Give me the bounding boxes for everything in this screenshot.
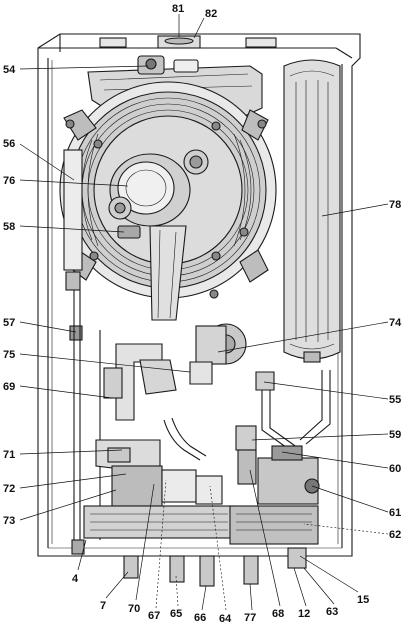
label-55: 55 [389, 394, 401, 406]
label-77: 77 [244, 612, 256, 624]
label-81: 81 [172, 3, 184, 15]
label-64: 64 [219, 613, 232, 625]
label-73: 73 [3, 515, 15, 527]
valve-block [71, 425, 320, 587]
label-60: 60 [389, 463, 401, 475]
callout-labels: 81 82 54 56 76 58 78 57 74 75 69 55 59 7… [3, 3, 402, 625]
label-69: 69 [3, 381, 15, 393]
label-58: 58 [3, 221, 15, 233]
label-59: 59 [389, 429, 401, 441]
hydraulic-group [103, 323, 331, 461]
leader-lines [19, 14, 389, 611]
label-72: 72 [3, 483, 15, 495]
label-57: 57 [3, 317, 15, 329]
label-15: 15 [357, 594, 369, 606]
label-66: 66 [194, 612, 206, 624]
label-70: 70 [128, 603, 140, 615]
label-82: 82 [205, 8, 217, 20]
label-65: 65 [170, 608, 182, 620]
label-4: 4 [72, 573, 79, 585]
expansion-vessel [283, 59, 341, 363]
label-71: 71 [3, 449, 15, 461]
label-54: 54 [3, 64, 16, 76]
heat-exchanger [59, 81, 277, 321]
left-pipes [63, 149, 101, 540]
label-63: 63 [326, 606, 338, 618]
label-68: 68 [272, 608, 284, 620]
label-76: 76 [3, 175, 15, 187]
label-74: 74 [389, 317, 402, 329]
label-78: 78 [389, 199, 401, 211]
label-61: 61 [389, 507, 401, 519]
label-75: 75 [3, 349, 15, 361]
label-12: 12 [298, 608, 310, 620]
label-67: 67 [148, 610, 160, 622]
label-7: 7 [100, 600, 106, 612]
label-56: 56 [3, 138, 15, 150]
label-62: 62 [389, 529, 401, 541]
